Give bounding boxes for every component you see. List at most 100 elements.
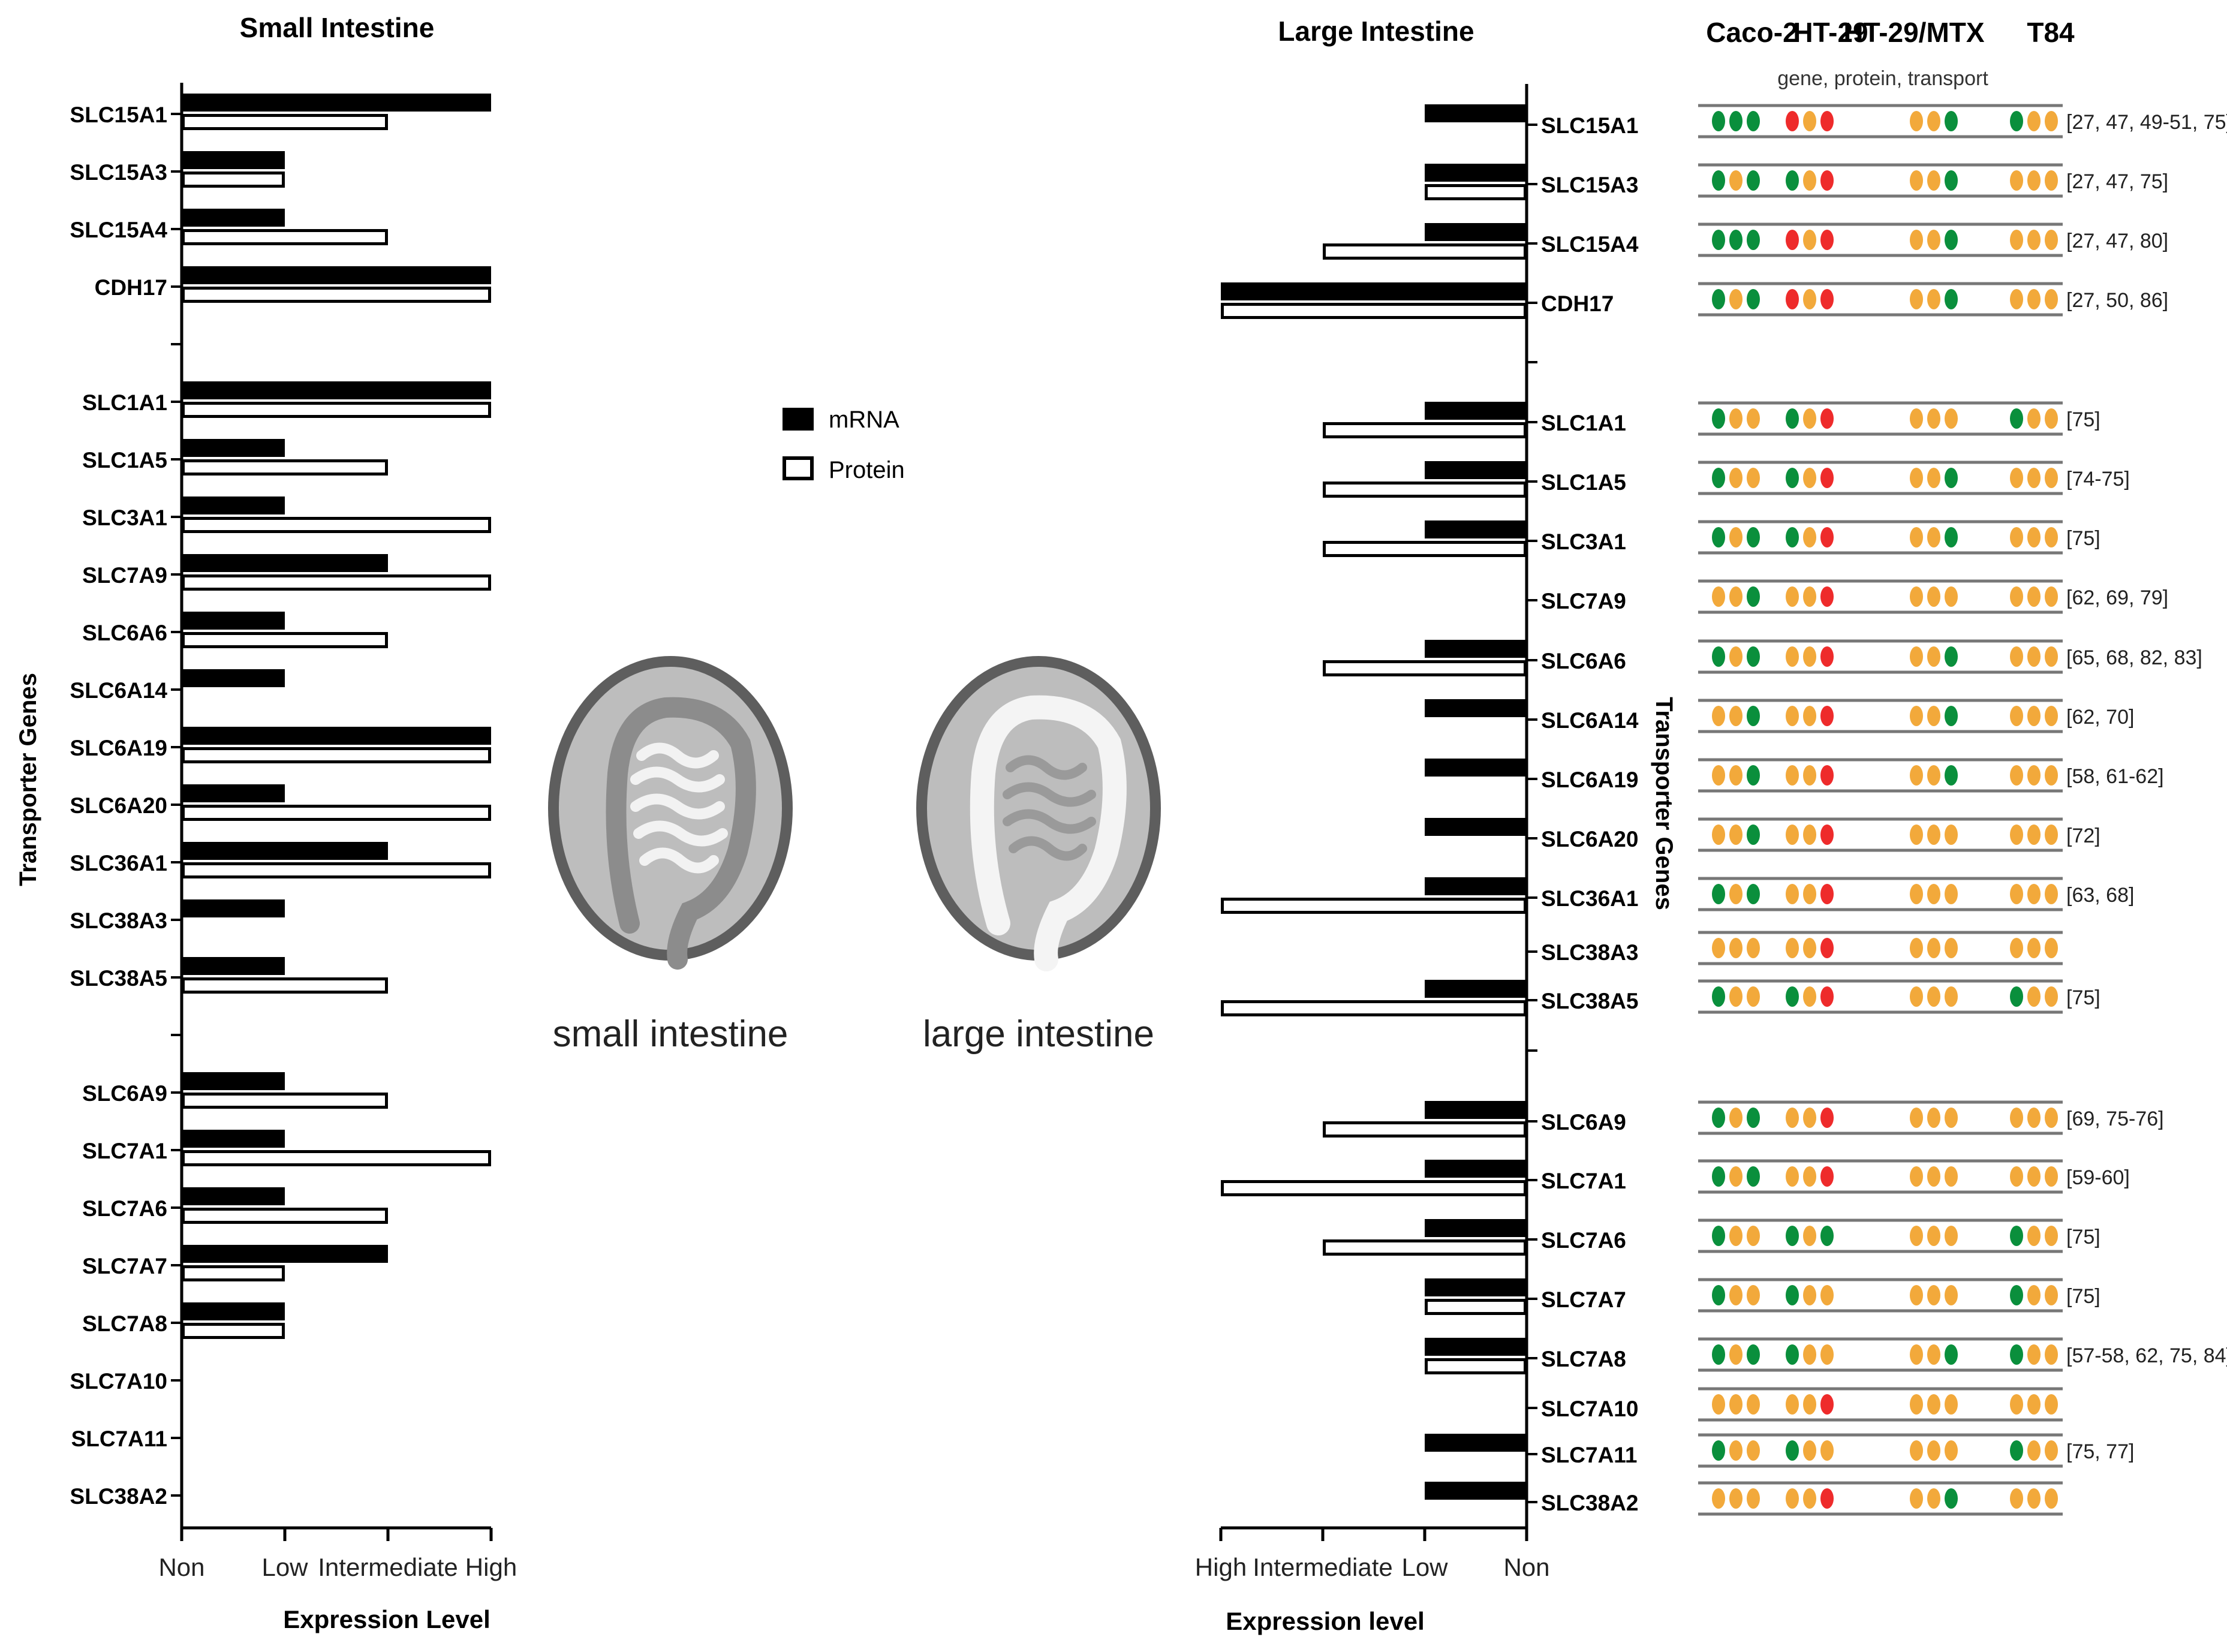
cell-dot	[2027, 1285, 2041, 1305]
small-category-label-slc38a5: SLC38A5	[70, 966, 167, 991]
cell-dot	[1927, 706, 1940, 726]
cell-dot	[2045, 1226, 2058, 1246]
cell-dot	[2045, 706, 2058, 726]
cell-dot	[1786, 825, 1799, 845]
cell-row-ref: [75]	[2066, 408, 2100, 431]
large-mrna-bar-slc38a5	[1425, 980, 1527, 998]
large-protein-bar-slc1a1	[1323, 422, 1527, 438]
cell-dot	[1729, 170, 1743, 191]
cell-dot	[2027, 289, 2041, 309]
cell-dot	[2045, 1488, 2058, 1509]
cell-dot	[1820, 825, 1834, 845]
cell-panel-subheader: gene, protein, transport	[1777, 67, 1988, 90]
cell-dot	[1803, 289, 1816, 309]
cell-row-ref: [74-75]	[2066, 468, 2130, 491]
small-protein-bar-slc15a1	[182, 114, 388, 130]
cell-dot	[1910, 289, 1923, 309]
cell-row-ref: [63, 68]	[2066, 884, 2134, 907]
cell-dot	[1729, 884, 1743, 904]
cell-dot	[2010, 765, 2023, 786]
cell-row-slc36a1: [63, 68]	[1698, 877, 2134, 911]
small-mrna-bar-slc1a5	[182, 439, 285, 457]
cell-dot	[1803, 825, 1816, 845]
small-protein-bar-cdh17	[182, 287, 491, 303]
large-category-label-slc6a9: SLC6A9	[1541, 1110, 1626, 1135]
cell-dot	[1747, 765, 1760, 786]
small-protein-bar-slc3a1	[182, 517, 491, 533]
large-category-label-slc7a7: SLC7A7	[1541, 1287, 1626, 1312]
cell-row-slc1a1: [75]	[1698, 401, 2100, 436]
cell-dot	[1820, 586, 1834, 607]
small-protein-bar-slc6a6	[182, 632, 388, 648]
cell-dot	[1786, 1440, 1799, 1461]
cell-dot	[1729, 825, 1743, 845]
cell-row-ref: [75]	[2066, 986, 2100, 1009]
cell-dot	[1945, 111, 1958, 131]
cell-dot	[2010, 230, 2023, 250]
cell-row-slc7a6: [75]	[1698, 1218, 2100, 1253]
cell-dot	[1786, 230, 1799, 250]
legend-mrna-swatch	[783, 408, 814, 431]
small-chart-ylabel: Transporter Genes	[15, 673, 41, 886]
large-protein-bar-slc3a1	[1323, 541, 1527, 557]
cell-dot	[1712, 1488, 1725, 1509]
large-x-tick-label: Non	[1503, 1553, 1549, 1581]
cell-row-ref: [69, 75-76]	[2066, 1108, 2164, 1130]
small-category-label-cdh17: CDH17	[95, 275, 167, 300]
large-category-label-slc7a11: SLC7A11	[1541, 1443, 1637, 1467]
cell-dot	[1945, 706, 1958, 726]
cell-dot	[2045, 1285, 2058, 1305]
cell-row-ref: [62, 70]	[2066, 706, 2134, 729]
cell-line-rows: [27, 47, 49-51, 75][27, 47, 75][27, 47, …	[1698, 104, 2227, 1516]
large-protein-bar-slc15a4	[1323, 243, 1527, 260]
large-mrna-bar-slc3a1	[1425, 520, 1527, 538]
cell-dot	[1747, 1166, 1760, 1187]
small-category-label-slc38a3: SLC38A3	[70, 908, 167, 933]
cell-row-slc6a20: [72]	[1698, 817, 2100, 852]
cell-row-slc7a10	[1698, 1387, 2063, 1422]
cell-dot	[1803, 468, 1816, 488]
cell-dot	[2010, 884, 2023, 904]
cell-dot	[2010, 111, 2023, 131]
large-x-tick-label: Low	[1401, 1553, 1448, 1581]
large-mrna-bar-slc6a6	[1425, 640, 1527, 658]
cell-dot	[1786, 1226, 1799, 1246]
cell-dot	[2010, 1285, 2023, 1305]
cell-dot	[1910, 1440, 1923, 1461]
cell-dot	[2010, 938, 2023, 958]
cell-dot	[1712, 1166, 1725, 1187]
large-protein-bar-slc15a3	[1425, 184, 1527, 200]
cell-dot	[1820, 230, 1834, 250]
large-intestine-illustration	[916, 656, 1161, 971]
cell-dot	[1910, 408, 1923, 429]
cell-dot	[1786, 468, 1799, 488]
cell-dot	[1945, 646, 1958, 667]
cell-dot	[1820, 765, 1834, 786]
large-mrna-bar-slc36a1	[1425, 877, 1527, 895]
large-chart-ylabel: Transporter Genes	[1651, 697, 1677, 910]
small-mrna-bar-slc15a1	[182, 94, 491, 112]
cell-dot	[1927, 1226, 1940, 1246]
cell-dot	[1786, 527, 1799, 547]
cell-row-cdh17: [27, 50, 86]	[1698, 282, 2168, 317]
cell-dot	[1945, 1394, 1958, 1415]
small-mrna-bar-slc7a7	[182, 1245, 388, 1263]
cell-dot	[1712, 1226, 1725, 1246]
small-mrna-bar-slc6a19	[182, 727, 491, 745]
cell-dot	[1747, 1226, 1760, 1246]
cell-dot	[1712, 527, 1725, 547]
cell-dot	[1945, 1108, 1958, 1128]
cell-dot	[1747, 938, 1760, 958]
cell-dot	[1927, 1488, 1940, 1509]
cell-row-slc1a5: [74-75]	[1698, 461, 2130, 495]
cell-dot	[1747, 586, 1760, 607]
large-protein-bar-slc6a6	[1323, 660, 1527, 676]
large-mrna-bar-slc15a4	[1425, 223, 1527, 241]
cell-dot	[1820, 1488, 1834, 1509]
cell-dot	[1803, 527, 1816, 547]
cell-dot	[1747, 884, 1760, 904]
cell-dot	[1803, 706, 1816, 726]
cell-dot	[2027, 527, 2041, 547]
